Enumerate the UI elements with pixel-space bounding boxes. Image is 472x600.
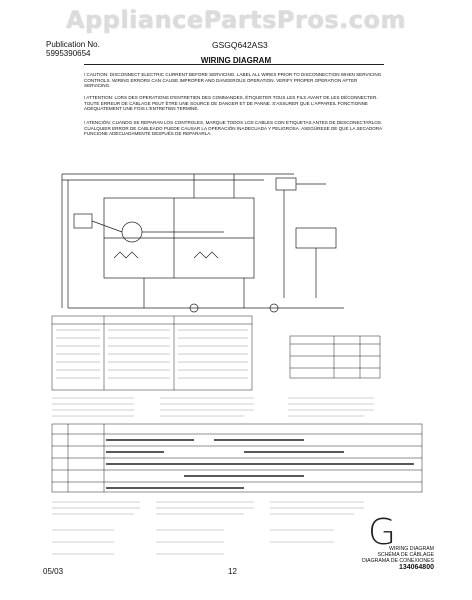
diagram-label-block: WIRING DIAGRAM SCHÉMA DE CÂBLAGE DIAGRAM… (330, 546, 434, 571)
model-number: GSGQ642AS3 (212, 40, 268, 50)
caution-french: ! ATTENTION: LORS DES OPERATIONS D'ENTRE… (84, 95, 378, 112)
page-title: WIRING DIAGRAM (200, 56, 272, 65)
document-number: 134064800 (398, 563, 434, 571)
label-french: SCHÉMA DE CÂBLAGE (377, 552, 434, 559)
wiring-schematic (51, 173, 423, 555)
page-number: 12 (228, 567, 237, 576)
diagram-letter: G (368, 512, 396, 553)
caution-english: ! CAUTION: DISCONNECT ELECTRIC CURRENT B… (84, 72, 382, 89)
watermark-logo: AppliancePartsPros.com (66, 6, 406, 34)
title-divider (84, 64, 384, 65)
publication-label: Publication No. (46, 40, 100, 49)
label-english: WIRING DIAGRAM (389, 546, 434, 552)
revision-date: 05/03 (43, 567, 64, 576)
publication-number: Publication No. 5995390654 (46, 40, 100, 58)
publication-code: 5995390654 (46, 49, 91, 58)
caution-spanish: ! ATENCIÓN: CUANDO SE REPARAN LOS CONTRO… (84, 120, 383, 137)
label-spanish: DIAGRAMA DE CONEXIONES (361, 558, 434, 565)
